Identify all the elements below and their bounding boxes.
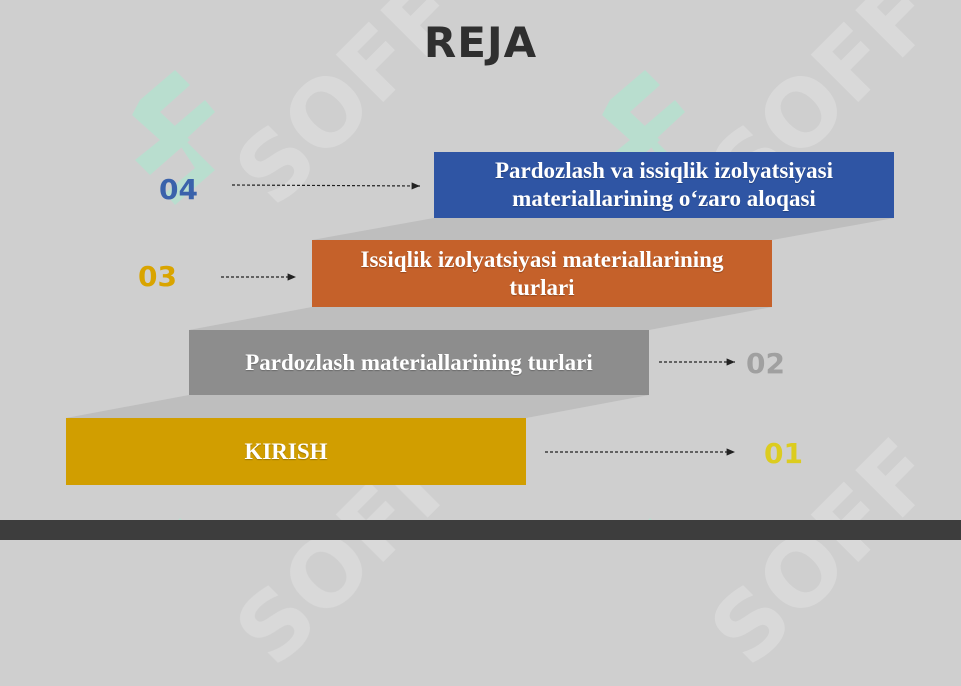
- connector-arrows: [221, 182, 735, 456]
- step-2-number: 02: [746, 347, 785, 380]
- step-2-box: Pardozlash materiallarining turlari: [189, 330, 649, 395]
- step-4-box: Pardozlash va issiqlik izolyatsiyasi mat…: [434, 152, 894, 218]
- step-1-label: KIRISH: [244, 438, 328, 464]
- shadow-step-3: [189, 307, 772, 330]
- arrow-step-4: [231, 182, 421, 190]
- step-1-box: KIRISH: [66, 418, 526, 485]
- bottom-bar: [0, 520, 961, 540]
- step-4-line1: Pardozlash va issiqlik izolyatsiyasi: [494, 158, 833, 184]
- step-shadows: [66, 218, 894, 418]
- step-2-label: Pardozlash materiallarining turlari: [245, 349, 593, 375]
- step-4-number: 04: [159, 173, 198, 206]
- step-3-line2: turlari: [509, 274, 575, 300]
- step-3-number: 03: [138, 260, 177, 293]
- step-4-line2: materiallarining o‘zaro aloqasi: [512, 186, 816, 211]
- slide-title: REJA: [423, 18, 538, 67]
- step-1-number: 01: [764, 437, 803, 470]
- shadow-step-4: [312, 218, 894, 240]
- shadow-step-2: [66, 395, 649, 418]
- step-3-line1: Issiqlik izolyatsiyasi materiallarining: [360, 246, 724, 272]
- step-3-box: Issiqlik izolyatsiyasi materiallarining …: [312, 240, 772, 307]
